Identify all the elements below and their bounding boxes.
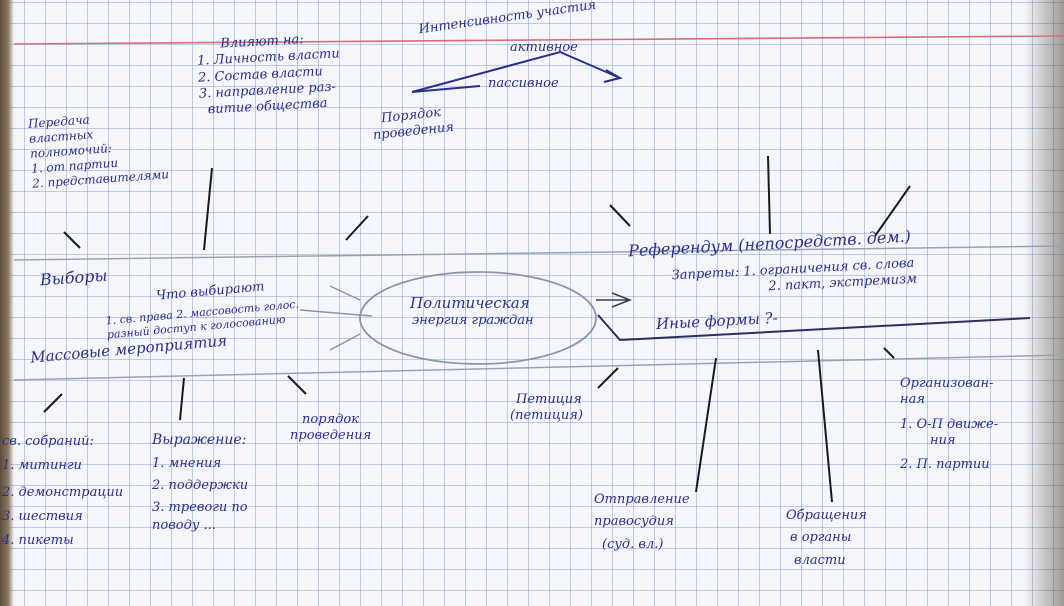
right-arrow [596, 292, 633, 308]
participation-arrow-down [411, 85, 481, 93]
participation-passive: пассивное [488, 76, 559, 91]
right-bracket [597, 314, 1031, 342]
delegation-block: Передача властных полномочий: 1. от парт… [27, 112, 170, 191]
branch-strokes [43, 155, 911, 503]
influence-block: Влияют на: 1. Личность власти 2. Состав … [196, 32, 341, 118]
events-list: св. собраний: 1. митинги 2. демонстрации… [2, 434, 124, 548]
red-margin-line [13, 35, 1064, 45]
organized-block: Организован- ная 1. О-П движе- ния 2. П.… [900, 376, 999, 472]
notebook-binding [0, 0, 14, 606]
paper-shadow [1024, 0, 1064, 606]
left-wedge [299, 285, 373, 351]
center-ellipse [359, 271, 597, 365]
participation-active: активное [510, 40, 578, 55]
appeals-block: Обращения в органы власти [786, 508, 867, 568]
petition-block: Петиция (петиция) [510, 392, 583, 424]
participation-arrow-up [411, 50, 621, 93]
expression-block: Выражение: 1. мнения 2. поддержки 3. тре… [152, 432, 249, 534]
order-bottom: порядок проведения [290, 412, 372, 444]
gray-rule-top [13, 245, 1064, 261]
gray-rule-bottom [13, 354, 1064, 381]
justice-block: Отправление правосудия (суд. вл.) [594, 492, 690, 552]
center-title: Политическая энергия граждан [410, 294, 534, 328]
